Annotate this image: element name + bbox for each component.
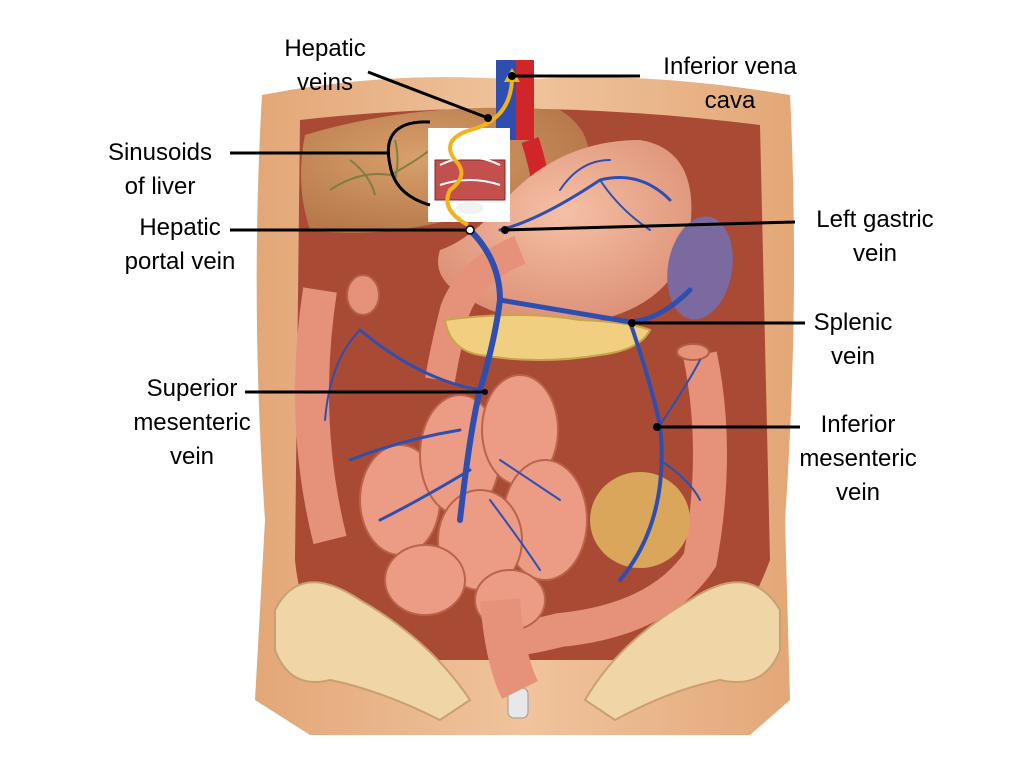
ascending-colon <box>312 290 330 540</box>
